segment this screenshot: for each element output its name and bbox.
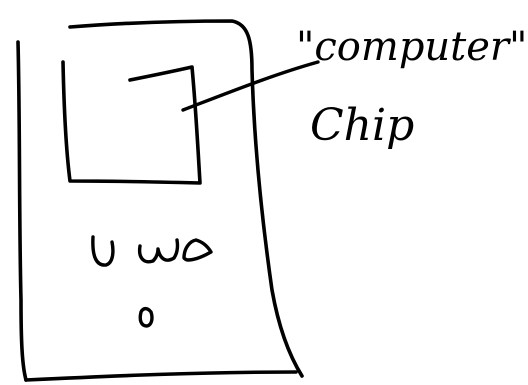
screen bbox=[63, 62, 200, 183]
label-computer: "computer" bbox=[296, 24, 527, 70]
buttons-row bbox=[93, 237, 211, 326]
button bbox=[140, 240, 178, 262]
button bbox=[93, 237, 113, 265]
label-chip: Chip bbox=[310, 100, 414, 151]
button bbox=[140, 309, 152, 326]
button bbox=[184, 240, 211, 260]
